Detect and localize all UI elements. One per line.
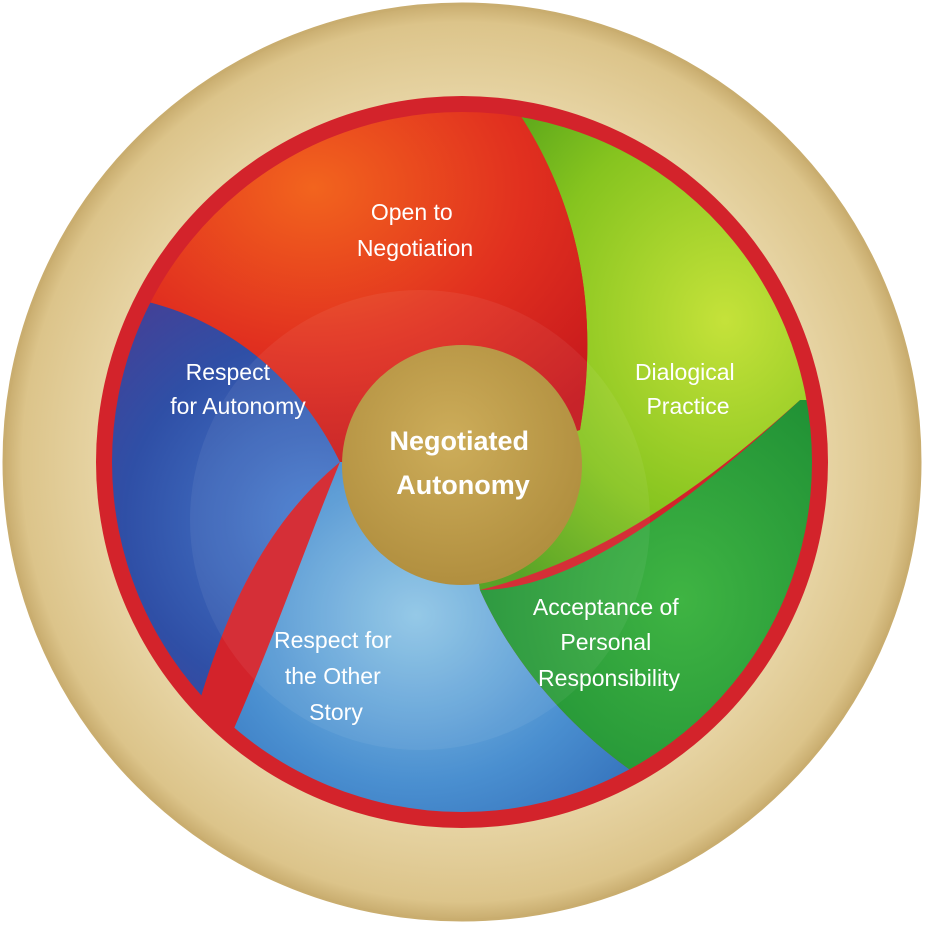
label-line: Negotiation <box>357 235 473 261</box>
label-line: Dialogical <box>635 359 735 385</box>
center-circle <box>342 345 582 585</box>
label-line: for Autonomy <box>170 393 306 419</box>
label-line: Respect <box>186 359 271 385</box>
label-line: Story <box>309 699 363 725</box>
segment-respect-for-autonomy <box>112 300 462 700</box>
center-label: Negotiated Autonomy <box>389 426 536 500</box>
label-dialogical-practice: Dialogical Practice <box>635 359 741 419</box>
label-acceptance-of-personal-responsibility: Acceptance of Personal Responsibility <box>533 594 685 691</box>
center-label-line: Negotiated <box>389 426 529 456</box>
label-respect-for-the-other-story: Respect for the Other Story <box>274 627 398 725</box>
label-line: Responsibility <box>538 665 680 691</box>
label-respect-for-autonomy: Respect for Autonomy <box>170 359 306 419</box>
label-line: Acceptance of <box>533 594 679 620</box>
label-line: Open to <box>371 199 453 225</box>
center-label-line: Autonomy <box>396 470 529 500</box>
label-line: Respect for <box>274 627 392 653</box>
label-line: Personal <box>560 629 651 655</box>
label-open-to-negotiation: Open to Negotiation <box>357 199 473 261</box>
label-line: Practice <box>646 393 729 419</box>
label-line: the Other <box>285 663 381 689</box>
